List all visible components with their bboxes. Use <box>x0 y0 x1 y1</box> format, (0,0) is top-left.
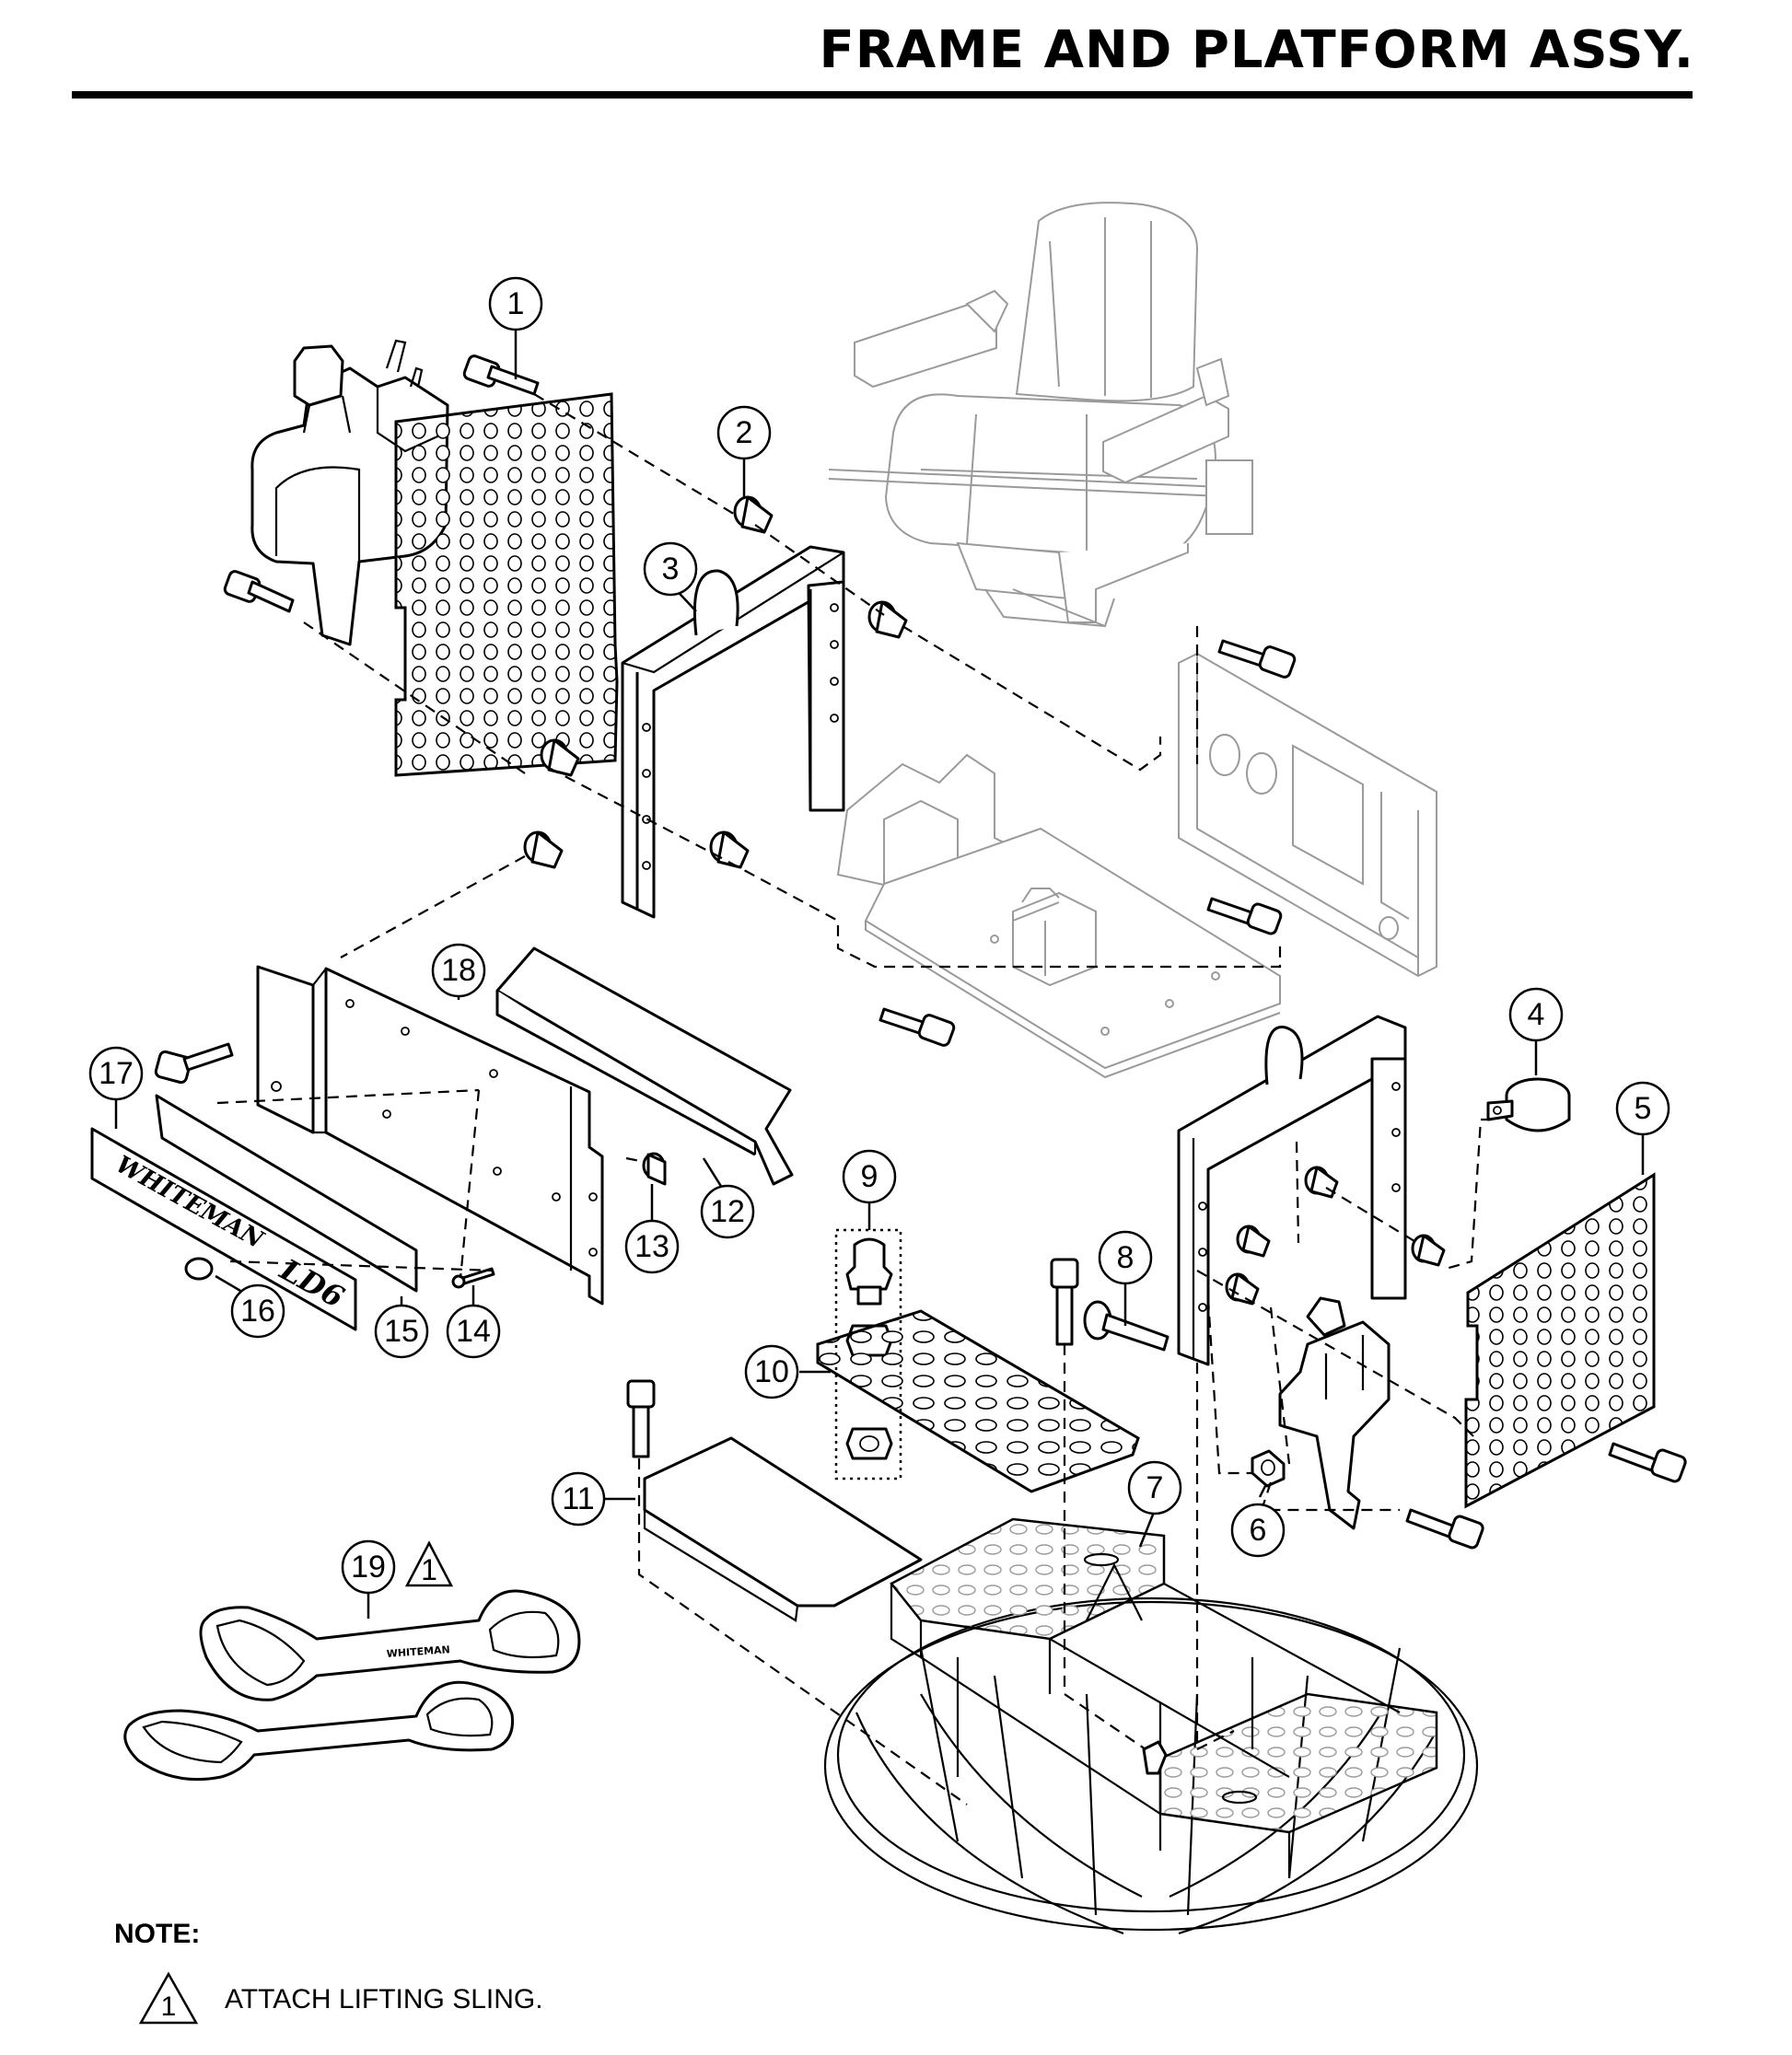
callout-8-number: 8 <box>1117 1240 1135 1275</box>
callout-3: 3 <box>643 541 698 597</box>
callout-7-number: 7 <box>1146 1470 1164 1505</box>
callout-17: 17 <box>88 1046 144 1101</box>
bushing-right-upper <box>867 600 908 639</box>
callout-13: 13 <box>624 1219 680 1274</box>
side-panel-18 <box>256 965 604 1306</box>
plate-11 <box>643 1436 923 1622</box>
bushing-right-d <box>1225 1272 1260 1306</box>
screw-center-low <box>879 1007 956 1047</box>
callout-19-number: 19 <box>351 1550 386 1585</box>
callout-12: 12 <box>700 1184 755 1239</box>
note-heading: NOTE: <box>114 1919 201 1949</box>
callout-5: 5 <box>1615 1081 1670 1136</box>
callout-11: 11 <box>551 1471 606 1527</box>
bolt-8 <box>1083 1300 1169 1352</box>
operator-seat-ghost <box>828 202 1253 628</box>
frame-3 <box>621 545 845 919</box>
left-perforated-panel <box>394 392 619 777</box>
assembly-lines <box>216 393 1492 1805</box>
screw-1-top <box>462 354 540 396</box>
screw-right-bottom <box>1405 1508 1484 1550</box>
battery-tray-ghost <box>836 753 1281 1079</box>
bushing-center-low <box>709 830 750 869</box>
callout-4: 4 <box>1508 987 1564 1042</box>
bushing-right-b <box>1411 1234 1446 1267</box>
callout-13-number: 13 <box>634 1229 669 1264</box>
callout-6-number: 6 <box>1250 1513 1267 1548</box>
lifting-sling-second <box>123 1680 515 1782</box>
callout-18-number: 18 <box>441 953 476 988</box>
bushing-2 <box>733 495 774 534</box>
callout-2: 2 <box>716 405 772 460</box>
screw-right-panel <box>1608 1442 1687 1483</box>
callout-16: 16 <box>230 1283 285 1339</box>
bushing-right-c <box>1236 1225 1271 1258</box>
note-item: 1 <box>138 1971 199 2026</box>
callout-16-number: 16 <box>240 1294 275 1329</box>
callout-10: 10 <box>744 1344 799 1399</box>
note-item-text: ATTACH LIFTING SLING. <box>225 1984 543 2014</box>
screw-right-upper <box>1217 639 1297 679</box>
cover-12 <box>495 946 794 1186</box>
callout-2-number: 2 <box>736 415 753 450</box>
right-control-box <box>1278 1296 1391 1530</box>
callout-5-number: 5 <box>1635 1091 1652 1126</box>
callout-19-note-symbol: 1 <box>421 1553 437 1586</box>
callout-6: 6 <box>1230 1503 1286 1558</box>
rivet-16 <box>184 1257 214 1281</box>
callout-1-number: 1 <box>507 286 525 321</box>
callout-11-number: 11 <box>562 1481 594 1516</box>
callout-18: 18 <box>431 943 486 998</box>
bushing-left-low <box>523 830 564 869</box>
strip-15 <box>155 1094 418 1293</box>
page-title: FRAME AND PLATFORM ASSY. <box>819 20 1694 80</box>
sling-label: WHITEMAN <box>386 1643 450 1660</box>
callout-19: 19 <box>341 1539 396 1595</box>
callout-14-number: 14 <box>456 1314 491 1349</box>
callout-9: 9 <box>842 1149 897 1204</box>
rear-panel-ghost <box>1178 652 1437 978</box>
screw-right-mid <box>1206 897 1283 935</box>
callout-15: 15 <box>374 1304 429 1359</box>
screw-left-lower <box>223 570 295 613</box>
pin-14 <box>451 1267 495 1289</box>
screw-17-side <box>154 1042 234 1085</box>
callout-7: 7 <box>1127 1460 1182 1515</box>
bushing-right-a <box>1304 1166 1339 1199</box>
note-item-symbol: 1 <box>161 1991 177 2022</box>
title-rule <box>72 91 1693 99</box>
clamp-4 <box>1486 1077 1571 1132</box>
right-perforated-panel <box>1464 1172 1656 1509</box>
bolt-vertical <box>1050 1258 1079 1346</box>
callout-12-number: 12 <box>710 1194 745 1229</box>
callout-4-number: 4 <box>1528 997 1545 1032</box>
callout-8: 8 <box>1098 1230 1153 1285</box>
frame-right <box>1177 1015 1407 1366</box>
note-warning-triangle-icon: 1 <box>138 1971 199 2025</box>
main-frame-7 <box>823 1517 1479 1935</box>
callout-14: 14 <box>446 1304 501 1359</box>
callout-10-number: 10 <box>754 1354 789 1389</box>
lifting-sling-19: WHITEMAN <box>199 1589 581 1701</box>
plate-10 <box>816 1309 1140 1493</box>
nut-6 <box>1251 1449 1286 1488</box>
callout-1: 1 <box>488 276 543 331</box>
callout-17-number: 17 <box>99 1056 134 1091</box>
bolt-11-vertical <box>626 1379 656 1458</box>
callout-3-number: 3 <box>662 551 680 586</box>
callout-15-number: 15 <box>384 1314 419 1349</box>
spacer-13 <box>642 1152 667 1186</box>
callout-19-note-triangle: 1 <box>404 1540 454 1587</box>
callout-9-number: 9 <box>861 1159 879 1194</box>
